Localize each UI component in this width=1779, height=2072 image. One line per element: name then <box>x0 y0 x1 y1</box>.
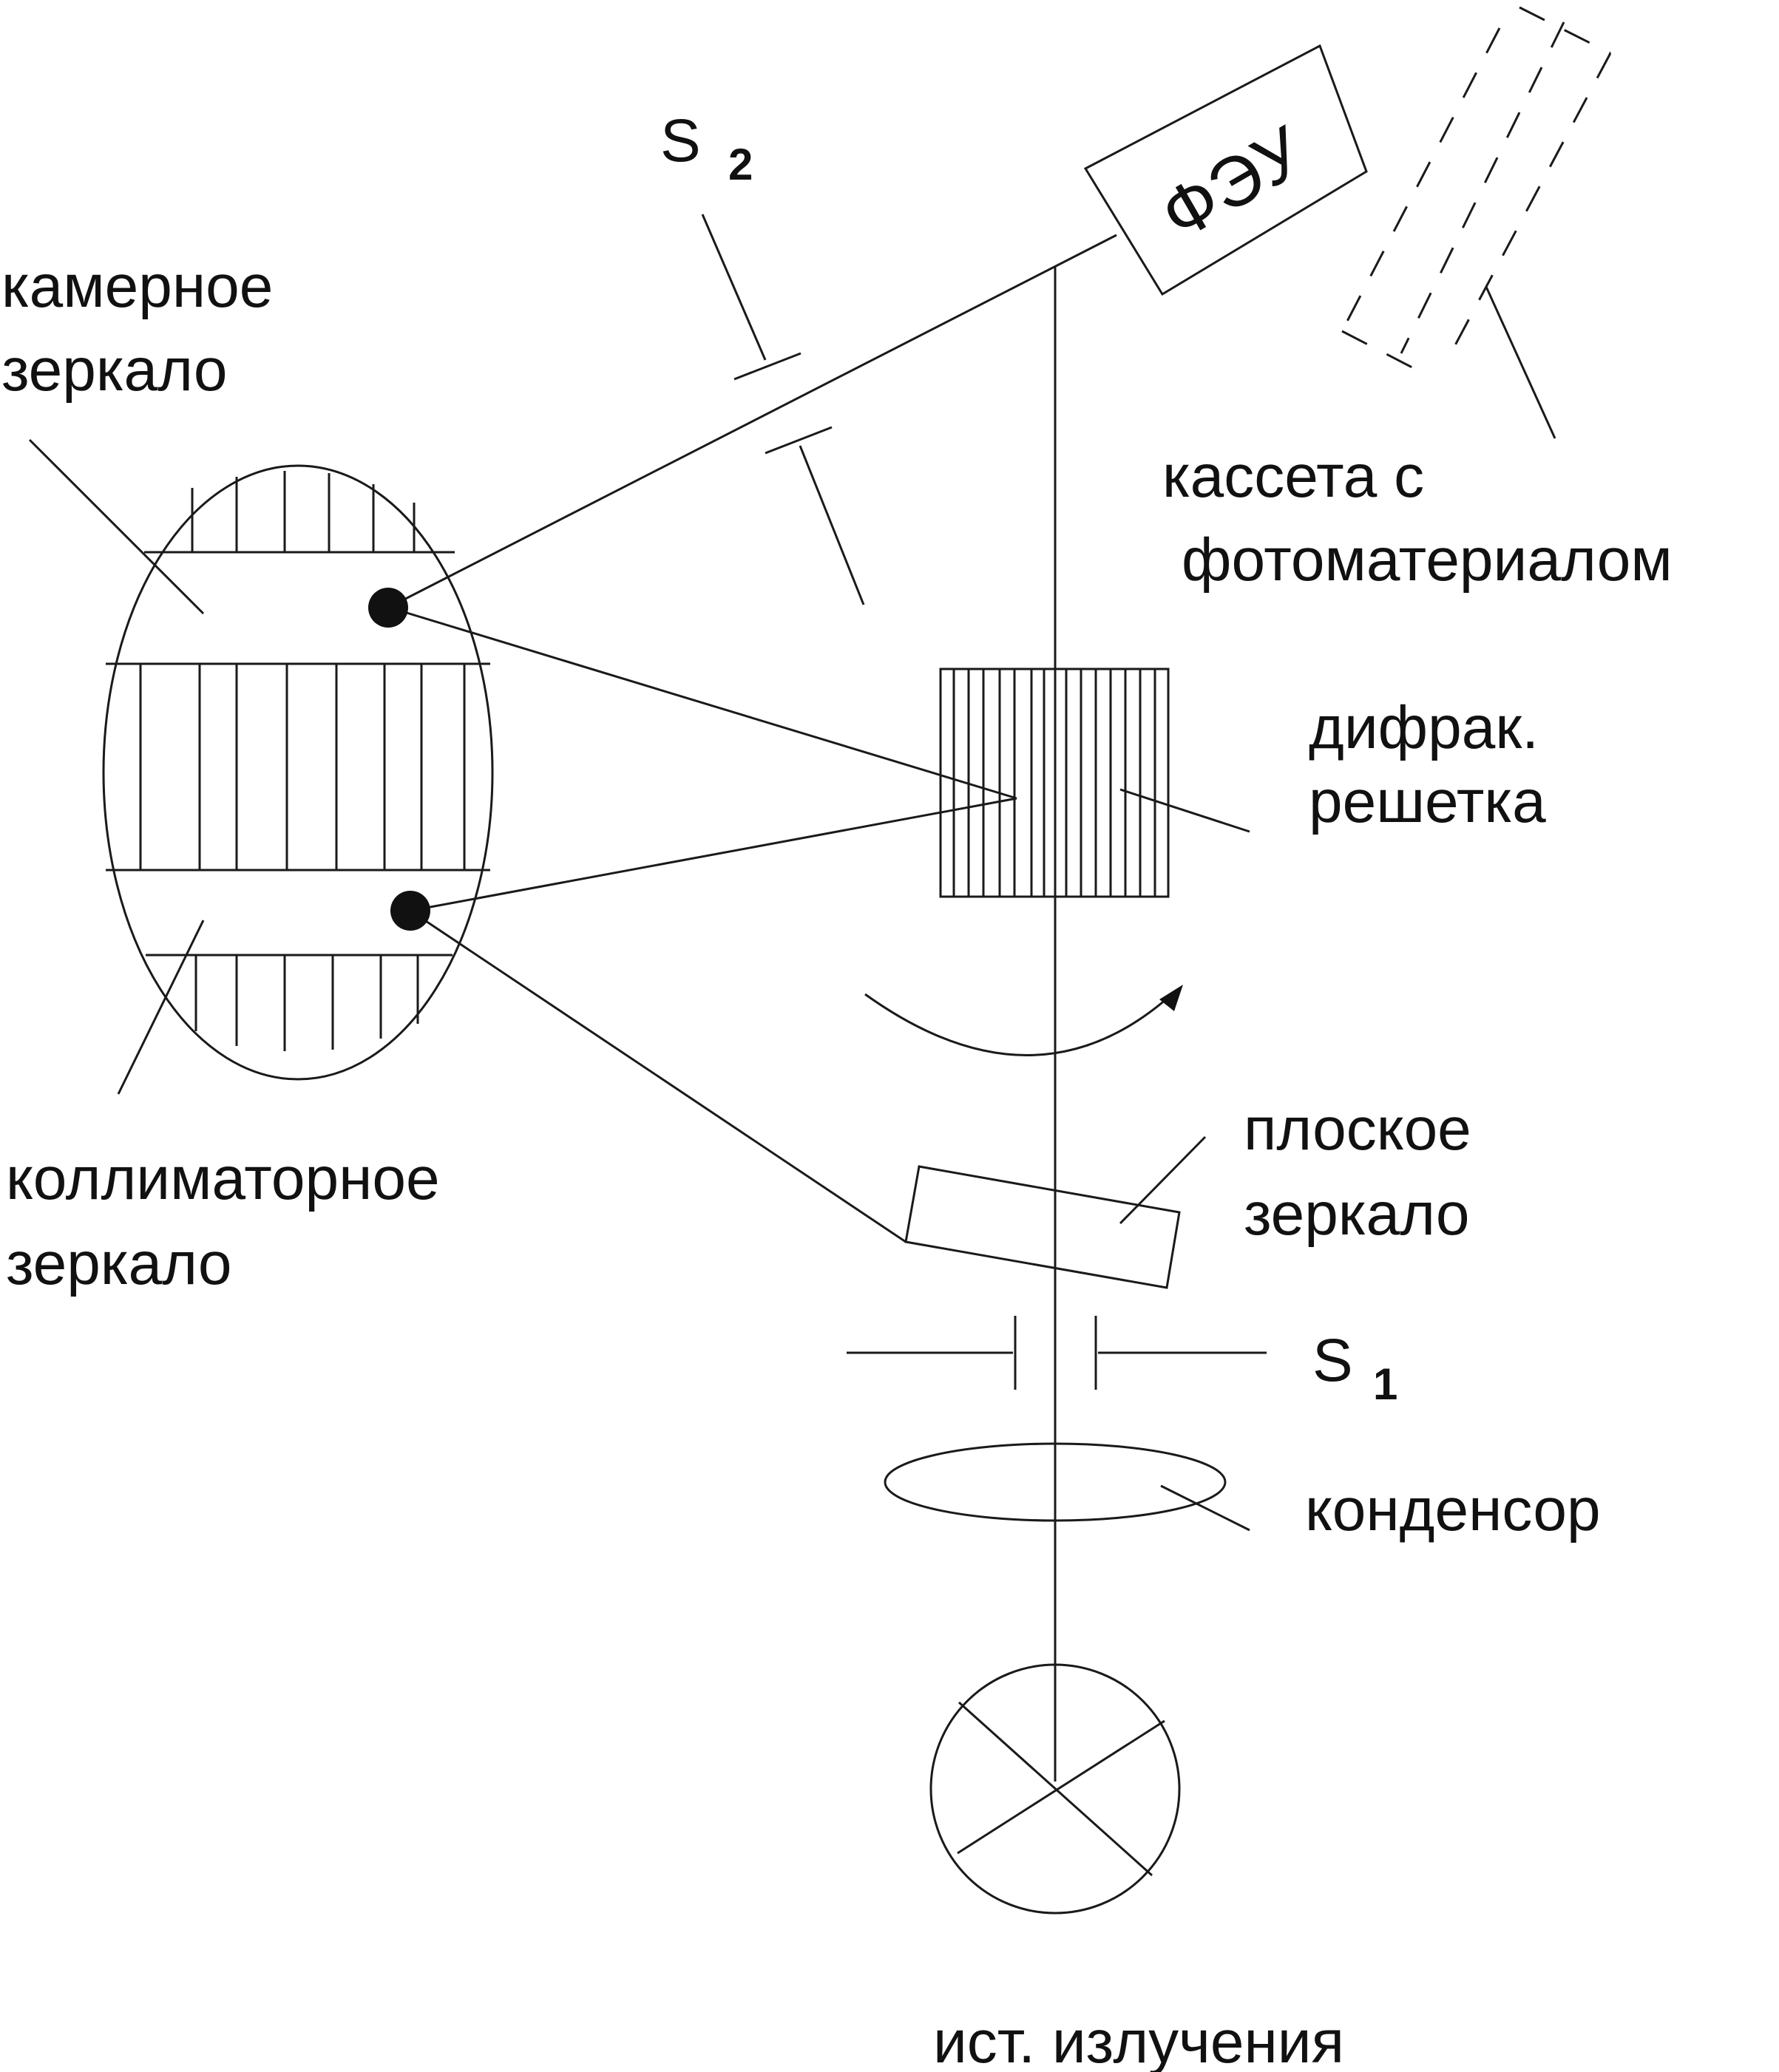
bottom-hatch <box>194 955 419 1051</box>
cassette-label-2: фотоматериалом <box>1182 526 1673 594</box>
flat-mirror <box>904 1165 1181 1289</box>
flat-mirror-leader <box>1119 1135 1207 1225</box>
pmt-label: ФЭУ <box>1148 112 1318 256</box>
top-hatch <box>191 471 416 552</box>
beam-grating-to-collimator <box>410 797 1017 912</box>
cassette-dashed <box>1341 6 1612 378</box>
beam-camera-to-grating <box>389 606 1017 800</box>
camera-mirror-leader <box>28 438 205 615</box>
slit-s2-index: 2 <box>728 140 753 189</box>
radiation-source <box>929 1663 1181 1915</box>
entrance-slit-s1 <box>847 1316 1267 1390</box>
grating-label-1: дифрак. <box>1309 694 1539 761</box>
condenser-leader <box>1160 1484 1250 1532</box>
grating-label-2: решетка <box>1309 768 1546 835</box>
source-label: ист. излучения <box>933 2008 1344 2072</box>
mirror-outline <box>102 464 494 1081</box>
cassette-leader <box>1485 286 1556 439</box>
camera-mirror-label-1: камерное <box>1 253 273 320</box>
flat-mirror-label-1: плоское <box>1244 1096 1471 1163</box>
collimator-mirror-label-1: коллиматорное <box>6 1145 440 1212</box>
condenser-label: конденсор <box>1305 1476 1601 1543</box>
mirror-block <box>102 464 494 1081</box>
rotation-arrowhead-icon <box>1159 985 1183 1011</box>
slit-s1-letter: S <box>1312 1327 1353 1394</box>
grating-leader <box>1119 788 1250 833</box>
flat-mirror-label-2: зеркало <box>1244 1181 1470 1248</box>
pmt-box <box>1083 44 1368 296</box>
beam-to-pmt <box>387 234 1117 609</box>
middle-hatch <box>139 664 466 870</box>
collimator-mirror-label-2: зеркало <box>6 1230 232 1297</box>
collimator-mirror-point <box>390 891 430 931</box>
diffraction-grating <box>939 668 1170 898</box>
cassette-label-1: кассета с <box>1162 443 1424 510</box>
slit-s2-letter: S <box>660 107 701 174</box>
rotation-arrow <box>864 993 1173 1056</box>
collimator-mirror-leader <box>117 920 205 1095</box>
beam-collimator-to-flat-mirror <box>410 909 907 1243</box>
exit-slit-s2 <box>701 214 865 605</box>
slit-s1-index: 1 <box>1373 1359 1397 1409</box>
camera-mirror-label-2: зеркало <box>1 336 228 404</box>
camera-mirror-point <box>368 588 408 628</box>
condenser-lens <box>884 1442 1227 1522</box>
